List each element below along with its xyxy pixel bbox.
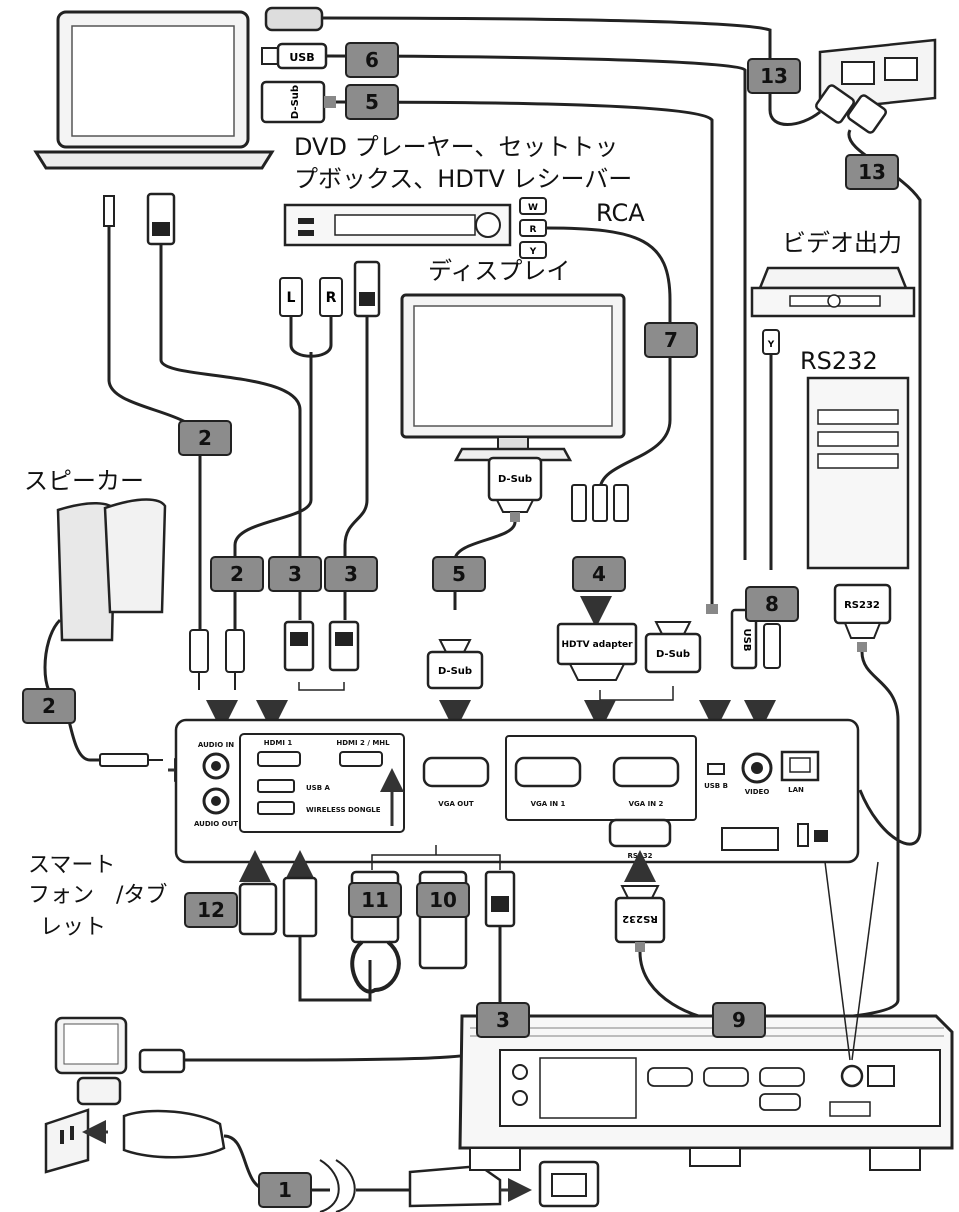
dvd-player-icon	[283, 203, 512, 247]
svg-text:R: R	[326, 290, 337, 306]
display-monitor-icon	[400, 293, 626, 462]
hdmi-plugs-hdmi1	[256, 620, 360, 732]
lr-audio-plugs: L R	[233, 277, 343, 630]
badge-7: 7	[644, 322, 698, 358]
badge-10: 10	[416, 882, 470, 918]
hdmi-cable-top-icon	[264, 6, 821, 126]
rca-plugs-component	[571, 484, 629, 522]
smartphone-label-line3: レット	[40, 915, 107, 940]
callout-lines	[824, 861, 879, 1061]
svg-text:Y: Y	[529, 247, 537, 257]
svg-text:USB A: USB A	[306, 784, 330, 792]
badge-13-a: 13	[747, 58, 801, 94]
projector-body-icon	[458, 1014, 954, 1208]
svg-text:RS232: RS232	[844, 600, 880, 611]
dsub-plug-vga-out: D-Sub	[426, 639, 484, 732]
hdtv-adapter-plug: HDTV adapter	[556, 596, 638, 681]
svg-text:USB: USB	[741, 629, 752, 652]
dsub-connector-laptop: D-Sub	[260, 80, 714, 605]
rca-video-cable: Y	[762, 329, 780, 570]
svg-text:D-Sub: D-Sub	[290, 85, 301, 119]
badge-3-bottom: 3	[476, 1002, 530, 1038]
smartphone-label-line2: フォン /タブ	[28, 883, 168, 908]
laptop-icon	[33, 10, 275, 170]
power-outlet-icon	[44, 1108, 532, 1212]
dsub-plug-vga-in2: D-Sub	[584, 604, 718, 732]
badge-6: 6	[345, 42, 399, 78]
speakers-icon	[43, 498, 167, 762]
badge-3-a: 3	[268, 556, 322, 592]
svg-text:D-Sub: D-Sub	[656, 649, 690, 660]
svg-text:USB B: USB B	[704, 782, 728, 790]
svg-text:RS232: RS232	[627, 852, 652, 860]
svg-text:VGA OUT: VGA OUT	[438, 800, 474, 808]
rs232-plug-projector: RS232	[614, 850, 721, 1022]
pc-tower-icon	[806, 376, 910, 570]
usb-connector-laptop: USB	[261, 42, 747, 560]
dsub-connector-monitor: D-Sub	[453, 456, 543, 610]
rca-plug-video	[744, 623, 781, 732]
usb-plug-usb-b: USB	[699, 608, 758, 732]
badge-9: 9	[712, 1002, 766, 1038]
badge-5-top: 5	[345, 84, 399, 120]
vcr-icon	[750, 266, 916, 318]
svg-text:LAN: LAN	[788, 786, 804, 794]
svg-text:HDTV adapter: HDTV adapter	[561, 640, 633, 650]
badge-2-mid: 2	[210, 556, 264, 592]
rca-plugs-dvd: W R Y	[519, 197, 672, 491]
badge-5-mid: 5	[432, 556, 486, 592]
badge-2-speaker: 2	[22, 688, 76, 724]
rs232-label: RS232	[800, 347, 878, 375]
dvd-label-line2: プボックス、HDTV レシーバー	[294, 165, 633, 193]
ethernet-wall-jack-icon	[815, 38, 937, 846]
svg-text:D-Sub: D-Sub	[438, 666, 472, 677]
svg-text:HDMI 1: HDMI 1	[264, 739, 293, 747]
svg-text:WIRELESS DONGLE: WIRELESS DONGLE	[306, 806, 381, 814]
video-out-label: ビデオ出力	[782, 229, 902, 257]
audio-cable-speakers	[99, 753, 198, 782]
display-label: ディスプレイ	[428, 257, 571, 285]
badge-12: 12	[184, 892, 238, 928]
speaker-label: スピーカー	[24, 467, 144, 495]
audio-plugs-audio-in	[189, 629, 245, 732]
svg-text:VIDEO: VIDEO	[745, 788, 770, 796]
svg-text:Y: Y	[767, 340, 775, 350]
svg-text:VGA IN 1: VGA IN 1	[531, 800, 566, 808]
svg-text:HDMI 2 / MHL: HDMI 2 / MHL	[336, 739, 390, 747]
badge-13-b: 13	[845, 154, 899, 190]
svg-text:W: W	[528, 203, 538, 213]
svg-text:AUDIO OUT: AUDIO OUT	[194, 820, 238, 828]
badge-3-b: 3	[324, 556, 378, 592]
svg-text:USB: USB	[289, 51, 314, 64]
smartphone-label-line1: スマート	[28, 853, 116, 878]
hdmi-cable-laptop	[146, 192, 302, 620]
svg-text:R: R	[530, 225, 537, 235]
badge-8: 8	[745, 586, 799, 622]
tablet-phone-icon	[54, 1016, 200, 1106]
svg-text:D-Sub: D-Sub	[498, 474, 532, 485]
badge-1: 1	[258, 1172, 312, 1208]
badge-2-laptop: 2	[178, 420, 232, 456]
svg-text:AUDIO IN: AUDIO IN	[198, 741, 234, 749]
dvd-label-line1: DVD プレーヤー、セットトッ	[294, 133, 619, 161]
svg-text:RS232: RS232	[622, 913, 658, 924]
badge-4: 4	[572, 556, 626, 592]
svg-text:VGA IN 2: VGA IN 2	[629, 800, 664, 808]
rca-label: RCA	[596, 199, 645, 227]
badge-11: 11	[348, 882, 402, 918]
svg-text:L: L	[287, 290, 296, 306]
hdmi-cable-dvd	[343, 260, 381, 620]
projector-port-panel: AUDIO IN AUDIO OUT HDMI 1 HDMI 2 / MHL U…	[174, 718, 860, 864]
